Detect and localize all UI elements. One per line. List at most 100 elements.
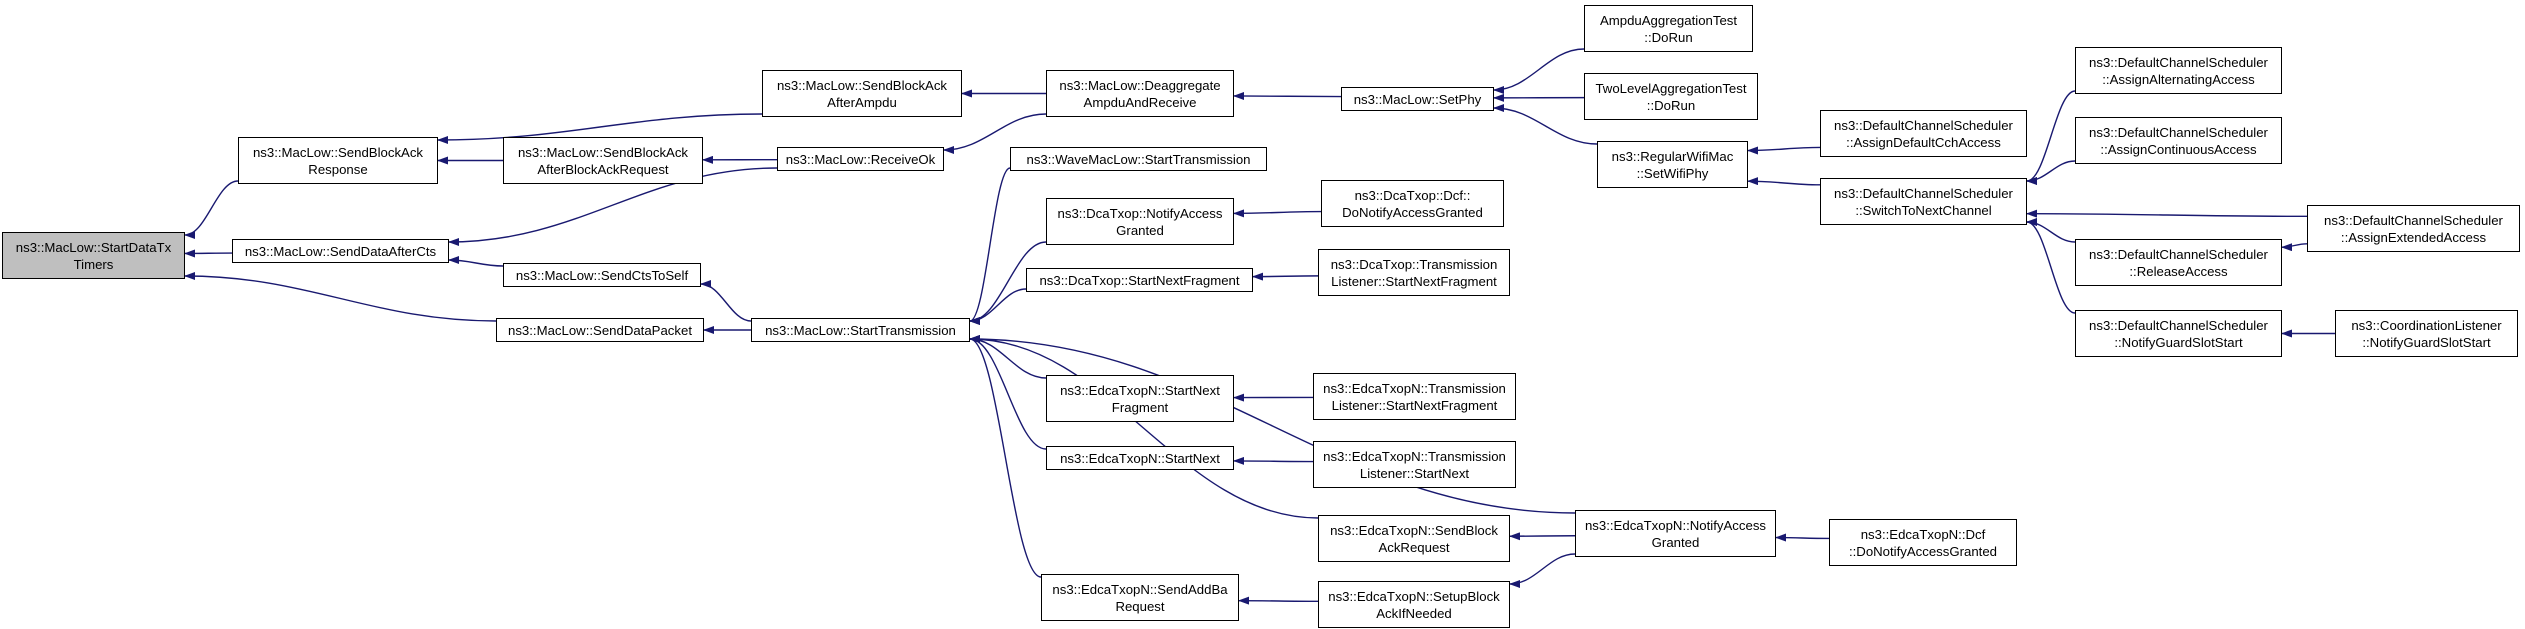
node-label-line: ns3::DefaultChannelScheduler	[2089, 246, 2268, 262]
node-label-line: ::SetWifiPhy	[1636, 165, 1709, 181]
node-label-line: ns3::MacLow::Deaggregate	[1059, 77, 1221, 93]
node-label-line: ::NotifyGuardSlotStart	[2114, 334, 2243, 350]
node-label-line: ns3::DcaTxop::StartNextFragment	[1039, 272, 1240, 288]
edge-arrow	[1747, 177, 1821, 186]
graph-node[interactable]: ns3::EdcaTxopN::StartNext	[1046, 446, 1234, 470]
edge-arrow	[1775, 533, 1830, 542]
graph-node[interactable]: ns3::MacLow::ReceiveOk	[777, 147, 944, 171]
node-label-line: Request	[1115, 598, 1165, 614]
edge-arrow	[2026, 209, 2308, 218]
node-label-line: ns3::MacLow::SendDataAfterCts	[244, 243, 437, 259]
graph-node[interactable]: ns3::DcaTxop::StartNextFragment	[1026, 268, 1253, 292]
node-label-line: ::SwitchToNextChannel	[1855, 202, 1992, 218]
edge-arrow	[969, 335, 1576, 514]
graph-node[interactable]: TwoLevelAggregationTest::DoRun	[1584, 73, 1758, 120]
edge-arrow	[1493, 104, 1598, 145]
node-label-line: ::ReleaseAccess	[2129, 263, 2228, 279]
graph-node[interactable]: ns3::DefaultChannelScheduler::ReleaseAcc…	[2075, 239, 2282, 286]
graph-node[interactable]: ns3::MacLow::SendDataPacket	[496, 318, 704, 342]
edge-arrow	[969, 167, 1011, 325]
graph-node[interactable]: ns3::RegularWifiMac::SetWifiPhy	[1597, 141, 1748, 188]
node-label-line: Listener::StartNextFragment	[1331, 397, 1498, 413]
node-label-line: ::DoRun	[1646, 97, 1696, 113]
node-label-line: ns3::EdcaTxopN::Transmission	[1323, 380, 1506, 396]
node-label-line: ns3::DefaultChannelScheduler	[2089, 124, 2268, 140]
node-label-line: AfterBlockAckRequest	[537, 161, 669, 177]
edge-arrow	[448, 167, 778, 246]
node-label-line: ns3::MacLow::SendDataPacket	[508, 322, 692, 338]
edge-arrow	[969, 335, 1042, 578]
edge-arrow	[700, 280, 752, 322]
edge-arrow	[969, 288, 1027, 325]
node-label-line: ns3::MacLow::StartTransmission	[765, 322, 956, 338]
edge-arrow	[2026, 90, 2076, 185]
node-label-line: ::AssignExtendedAccess	[2340, 229, 2487, 245]
node-label-line: DoNotifyAccessGranted	[1342, 204, 1483, 220]
node-label-line: ns3::EdcaTxopN::Dcf	[1860, 526, 1986, 542]
edge-arrow	[448, 256, 504, 267]
graph-node[interactable]: ns3::DefaultChannelScheduler::NotifyGuar…	[2075, 310, 2282, 357]
graph-node[interactable]: ns3::DefaultChannelScheduler::AssignAlte…	[2075, 47, 2282, 94]
node-label-line: Listener::StartNext	[1359, 465, 1470, 481]
edge-arrow	[1509, 532, 1576, 541]
edge-arrow	[1747, 146, 1821, 155]
graph-node[interactable]: ns3::DefaultChannelScheduler::SwitchToNe…	[1820, 178, 2027, 225]
node-label-line: AmpduAggregationTest	[1599, 12, 1738, 28]
node-label-line: ns3::MacLow::SendBlockAck	[517, 144, 689, 160]
node-label-line: Listener::StartNextFragment	[1331, 273, 1497, 289]
node-label-line: ns3::MacLow::SendBlockAck	[252, 144, 424, 160]
graph-node[interactable]: ns3::WaveMacLow::StartTransmission	[1010, 147, 1267, 171]
graph-node[interactable]: ns3::DefaultChannelScheduler::AssignExte…	[2307, 205, 2520, 252]
graph-node[interactable]: ns3::DefaultChannelScheduler::AssignCont…	[2075, 117, 2282, 164]
node-label-line: ns3::DefaultChannelScheduler	[2324, 212, 2503, 228]
node-label-line: ns3::DefaultChannelScheduler	[1834, 117, 2013, 133]
node-label-line: ns3::MacLow::ReceiveOk	[785, 151, 936, 167]
node-label-line: ns3::DcaTxop::NotifyAccess	[1057, 205, 1223, 221]
node-label-line: Granted	[1651, 534, 1700, 550]
edge-arrow	[1252, 272, 1319, 281]
graph-node[interactable]: ns3::EdcaTxopN::Dcf::DoNotifyAccessGrant…	[1829, 519, 2017, 566]
node-label-line: AckRequest	[1378, 539, 1450, 555]
node-label-line: ns3::DcaTxop::Transmission	[1330, 256, 1498, 272]
node-label-line: ::AssignDefaultCchAccess	[1846, 134, 2001, 150]
node-label-line: ns3::EdcaTxopN::NotifyAccess	[1584, 517, 1767, 533]
node-label-line: ns3::DefaultChannelScheduler	[2089, 317, 2268, 333]
graph-node[interactable]: ns3::MacLow::StartTransmission	[751, 318, 970, 342]
edge-arrow	[1233, 209, 1322, 218]
node-label-line: ns3::EdcaTxopN::SendAddBa	[1052, 581, 1228, 597]
graph-node[interactable]: ns3::MacLow::SetPhy	[1341, 87, 1494, 111]
graph-node[interactable]: ns3::DcaTxop::Dcf::DoNotifyAccessGranted	[1321, 180, 1504, 227]
node-label-line: ns3::MacLow::SetPhy	[1353, 91, 1482, 107]
edge-arrow	[2026, 218, 2076, 243]
node-label-line: ns3::EdcaTxopN::SendBlock	[1330, 522, 1498, 538]
graph-node[interactable]: AmpduAggregationTest::DoRun	[1584, 5, 1753, 52]
edge-arrow	[2026, 160, 2076, 185]
node-label-line: ::DoRun	[1644, 29, 1693, 45]
edge-arrow	[1233, 91, 1342, 100]
graph-node[interactable]: ns3::CoordinationListener::NotifyGuardSl…	[2335, 310, 2518, 357]
node-label-line: ::DoNotifyAccessGranted	[1848, 543, 1998, 559]
graph-node[interactable]: ns3::MacLow::SendDataAfterCts	[232, 239, 449, 263]
node-label-line: Fragment	[1111, 399, 1169, 415]
graph-node[interactable]: ns3::MacLow::SendCtsToSelf	[503, 263, 701, 287]
node-label-line: ns3::EdcaTxopN::StartNext	[1060, 450, 1220, 466]
graph-node[interactable]: ns3::DefaultChannelScheduler::AssignDefa…	[1820, 110, 2027, 157]
edge-arrow	[184, 272, 497, 322]
edge-arrow	[1238, 596, 1319, 605]
edge-arrow	[969, 335, 1319, 519]
